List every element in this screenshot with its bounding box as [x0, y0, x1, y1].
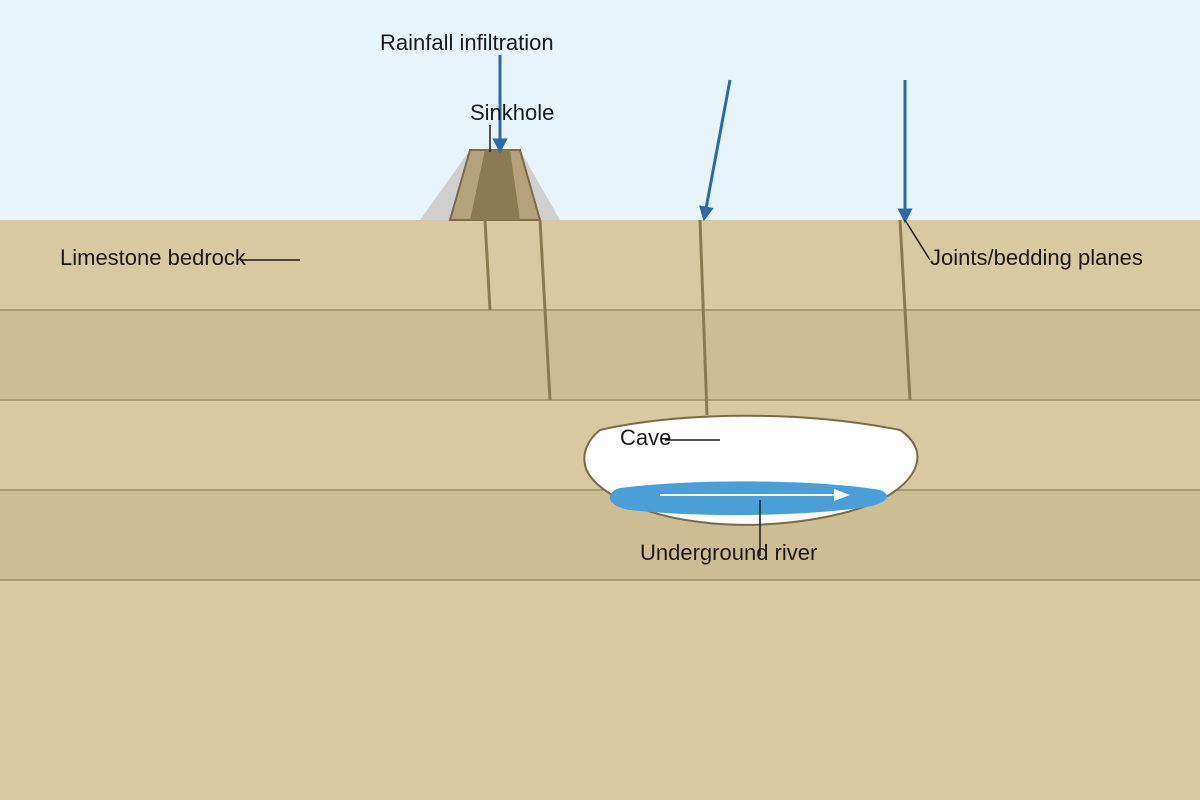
underground-river: [609, 481, 888, 516]
sinkhole-inner: [470, 150, 520, 220]
fracture-2: [538, 219, 552, 401]
joints-leader: [904, 219, 931, 261]
fracture-1: [483, 219, 492, 311]
fracture-3: [698, 219, 709, 416]
rain-arrow-2: [699, 79, 732, 222]
limestone-layer-1: [0, 220, 1200, 310]
river-flow-arrowhead: [834, 489, 850, 501]
rainfall-label: Rainfall infiltration: [380, 30, 554, 55]
limestone-label: Limestone bedrock: [60, 245, 247, 270]
fracture-4: [898, 219, 912, 401]
joints-label: Joints/bedding planes: [930, 245, 1143, 270]
limestone-layer-5: [0, 580, 1200, 800]
limestone-layer-2: [0, 310, 1200, 400]
sinkhole-label: Sinkhole: [470, 100, 554, 125]
limestone-layer-4: [0, 490, 1200, 580]
sky: [0, 0, 1200, 220]
cave-label: Cave: [620, 425, 671, 450]
river-label: Underground river: [640, 540, 817, 565]
